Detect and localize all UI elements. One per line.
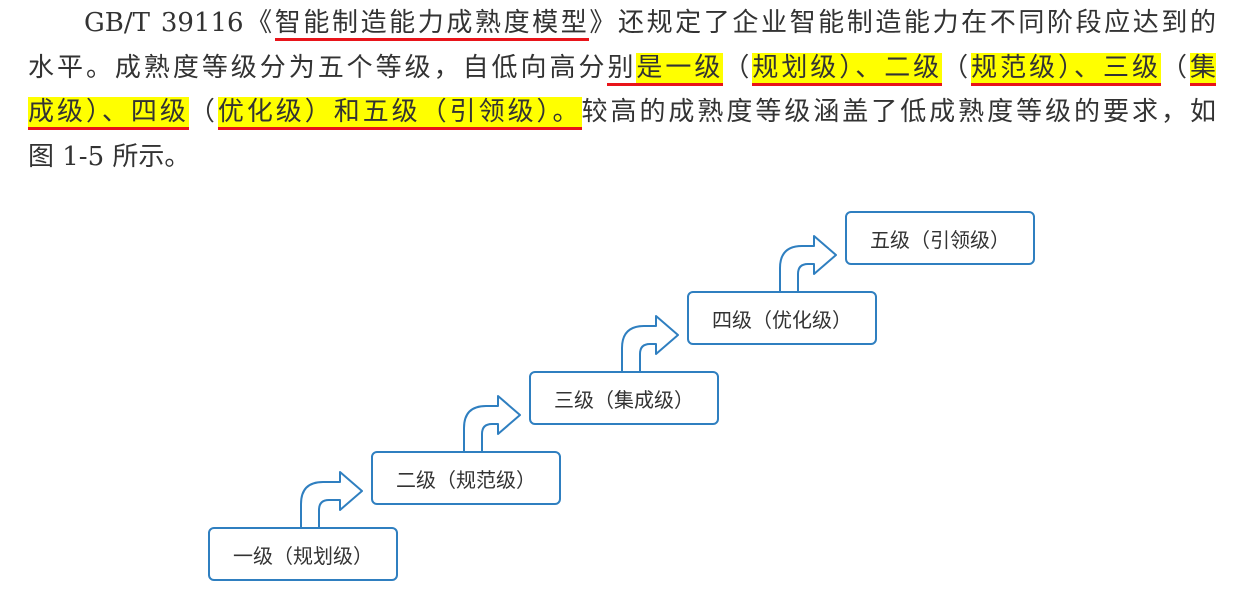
maturity-level-box: 一级（规划级） — [208, 527, 398, 581]
maturity-level-box: 四级（优化级） — [687, 291, 877, 345]
curved-arrow-icon — [463, 395, 521, 452]
curved-arrow-icon — [300, 471, 363, 528]
paragraph-line: 水平。成熟度等级分为五个等级，自低向高分别是一级（规划级）、二级（规范级）、三级… — [28, 48, 1216, 88]
paragraph-line: 成级）、四级（优化级）和五级（引领级）。较高的成熟度等级涵盖了低成熟度等级的要求… — [28, 92, 1216, 132]
curved-arrow-icon — [621, 315, 679, 372]
text-segment: 》还规定了企业智能制造能力在不同阶段应达到的 — [589, 8, 1216, 38]
paragraph-line: GB/T 39116《智能制造能力成熟度模型》还规定了企业智能制造能力在不同阶段… — [84, 3, 1216, 43]
highlighted-text: 划级）、二级 — [781, 53, 943, 86]
text-segment: 图 1-5 所示。 — [28, 142, 191, 172]
underlined-text: 智能制造能力成熟度模型 — [274, 8, 590, 41]
maturity-level-box: 五级（引领级） — [845, 211, 1035, 265]
text-segment: （ — [723, 53, 753, 83]
paragraph-line: 图 1-5 所示。 — [28, 137, 1216, 177]
highlighted-text: 规 — [971, 53, 1001, 86]
highlighted-text: 成级）、四级 — [28, 97, 189, 130]
text-segment: （ — [942, 53, 972, 83]
text-segment: （ — [1160, 53, 1190, 83]
highlighted-text: 集 — [1189, 53, 1216, 86]
highlighted-text: 范级）、三级 — [1000, 53, 1161, 86]
maturity-level-box: 二级（规范级） — [371, 451, 561, 505]
text-segment: （ — [188, 97, 218, 127]
curved-arrow-icon — [779, 235, 837, 292]
maturity-level-box: 三级（集成级） — [529, 371, 719, 425]
text-segment: GB/T 39116《 — [84, 8, 275, 38]
text-segment: 水平。成熟度等级分为五个等级，自低向高分 — [28, 53, 608, 83]
highlighted-text: 优 — [217, 97, 247, 130]
text-segment: 较高的成熟度等级涵盖了低成熟度等级的要求，如 — [581, 97, 1216, 127]
highlighted-text: 是一级 — [636, 53, 724, 86]
underlined-text: 别 — [607, 53, 637, 86]
highlighted-text: 规 — [752, 53, 782, 86]
highlighted-text: 化级）和五级（引领级）。 — [246, 97, 582, 130]
